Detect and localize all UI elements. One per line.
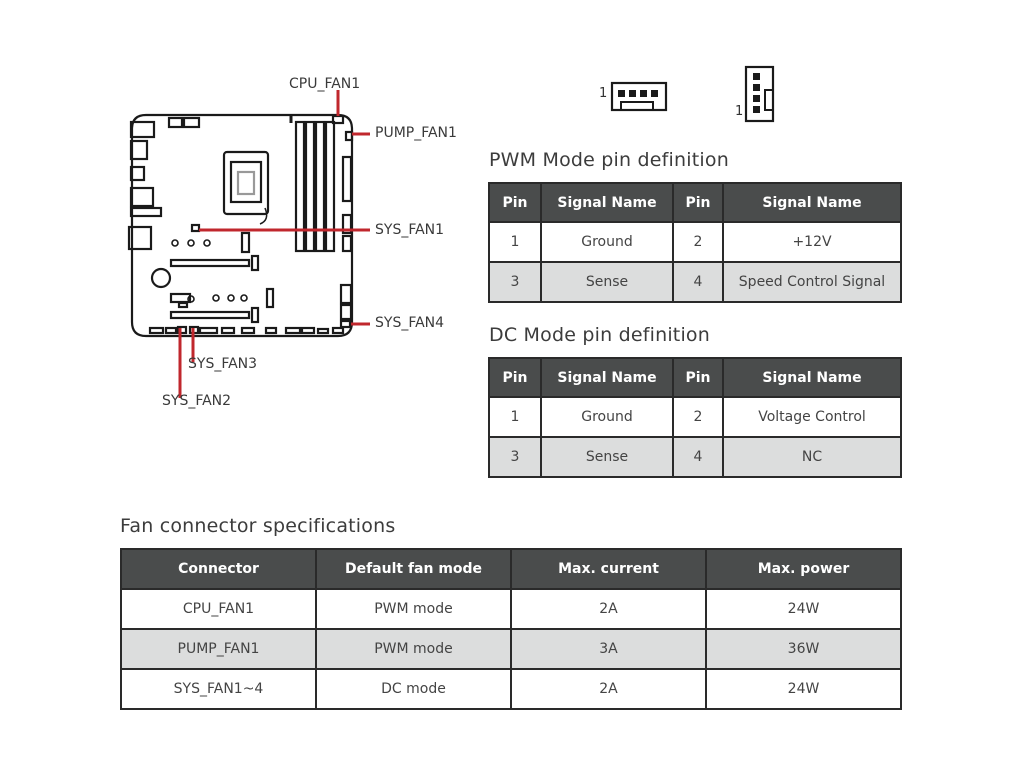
callout-sys-fan2: SYS_FAN2 xyxy=(162,393,232,409)
table-cell: Speed Control Signal xyxy=(722,261,902,303)
table-cell: 4 xyxy=(672,261,724,303)
table-cell: 24W xyxy=(705,588,902,630)
table-cell: 1 xyxy=(488,396,542,438)
table-row: 3 Sense 4 NC xyxy=(488,436,902,478)
table-header-row: Connector Default fan mode Max. current … xyxy=(120,548,902,590)
table-row: PUMP_FAN1 PWM mode 3A 36W xyxy=(120,628,902,670)
table-cell: +12V xyxy=(722,221,902,263)
table-row: 1 Ground 2 +12V xyxy=(488,221,902,263)
dc-table-title: DC Mode pin definition xyxy=(489,324,710,346)
callout-sys-fan4: SYS_FAN4 xyxy=(375,315,445,331)
table-header-row: Pin Signal Name Pin Signal Name xyxy=(488,357,902,398)
table-cell: 24W xyxy=(705,668,902,710)
callout-sys-fan3: SYS_FAN3 xyxy=(188,356,258,372)
table-cell: 36W xyxy=(705,628,902,670)
callout-pump-fan1: PUMP_FAN1 xyxy=(375,125,457,141)
header-cell: Connector xyxy=(120,548,317,590)
header-cell: Signal Name xyxy=(722,357,902,398)
header-cell: Pin xyxy=(488,182,542,223)
table-cell: 3 xyxy=(488,261,542,303)
table-cell: PUMP_FAN1 xyxy=(120,628,317,670)
table-cell: 2 xyxy=(672,221,724,263)
dc-pin-table: Pin Signal Name Pin Signal Name 1 Ground… xyxy=(488,357,902,478)
pin1-label-horizontal: 1 xyxy=(599,86,608,101)
table-cell: Sense xyxy=(540,261,674,303)
callout-sys-fan1: SYS_FAN1 xyxy=(375,222,445,238)
motherboard-diagram xyxy=(127,90,370,398)
table-cell: 2 xyxy=(672,396,724,438)
header-cell: Signal Name xyxy=(540,182,674,223)
header-cell: Pin xyxy=(488,357,542,398)
callout-cpu-fan1: CPU_FAN1 xyxy=(289,76,361,92)
table-cell: PWM mode xyxy=(315,628,512,670)
fan-connector-horizontal-icon xyxy=(610,81,668,112)
header-cell: Default fan mode xyxy=(315,548,512,590)
table-cell: Ground xyxy=(540,396,674,438)
fan-connector-vertical-icon xyxy=(744,65,775,123)
header-cell: Pin xyxy=(672,182,724,223)
table-row: 3 Sense 4 Speed Control Signal xyxy=(488,261,902,303)
table-cell: 4 xyxy=(672,436,724,478)
table-cell: 3 xyxy=(488,436,542,478)
header-cell: Max. current xyxy=(510,548,707,590)
spec-table-title: Fan connector specifications xyxy=(120,515,396,537)
header-cell: Pin xyxy=(672,357,724,398)
header-cell: Max. power xyxy=(705,548,902,590)
table-cell: Sense xyxy=(540,436,674,478)
header-cell: Signal Name xyxy=(540,357,674,398)
table-row: SYS_FAN1~4 DC mode 2A 24W xyxy=(120,668,902,710)
board-outline xyxy=(130,113,354,338)
table-row: 1 Ground 2 Voltage Control xyxy=(488,396,902,438)
header-cell: Signal Name xyxy=(722,182,902,223)
table-cell: CPU_FAN1 xyxy=(120,588,317,630)
table-cell: PWM mode xyxy=(315,588,512,630)
table-cell: NC xyxy=(722,436,902,478)
table-cell: 2A xyxy=(510,668,707,710)
pwm-pin-table: Pin Signal Name Pin Signal Name 1 Ground… xyxy=(488,182,902,303)
table-cell: 3A xyxy=(510,628,707,670)
pin1-label-vertical: 1 xyxy=(735,104,744,119)
fan-spec-table: Connector Default fan mode Max. current … xyxy=(120,548,902,710)
pwm-table-title: PWM Mode pin definition xyxy=(489,149,729,171)
table-header-row: Pin Signal Name Pin Signal Name xyxy=(488,182,902,223)
table-cell: DC mode xyxy=(315,668,512,710)
table-cell: Voltage Control xyxy=(722,396,902,438)
table-row: CPU_FAN1 PWM mode 2A 24W xyxy=(120,588,902,630)
table-cell: 1 xyxy=(488,221,542,263)
table-cell: 2A xyxy=(510,588,707,630)
table-cell: Ground xyxy=(540,221,674,263)
table-cell: SYS_FAN1~4 xyxy=(120,668,317,710)
